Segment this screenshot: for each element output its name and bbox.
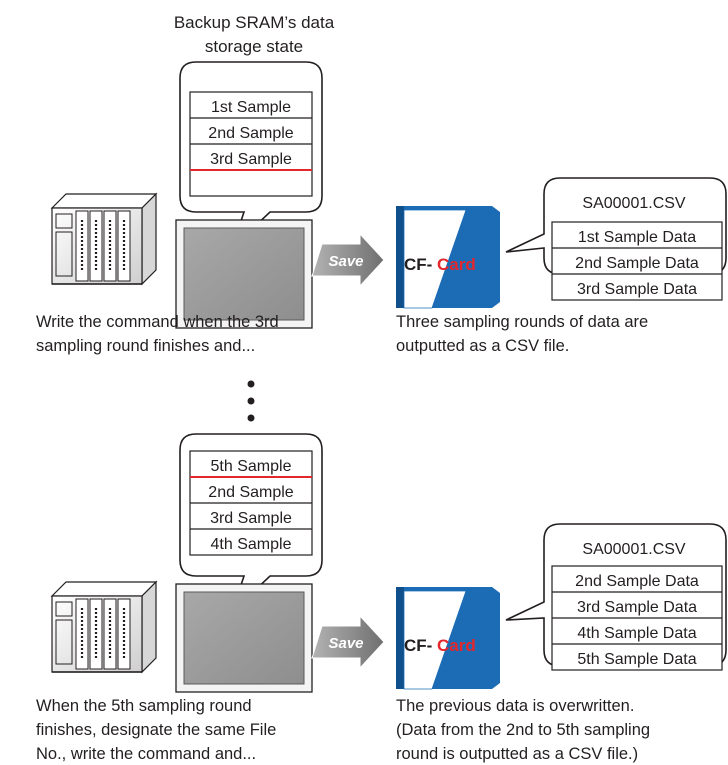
touch-panel-display-icon [175,583,313,693]
plc-unit-icon [50,580,158,674]
csv-row: 3rd Sample Data [577,599,697,616]
save-label: Save [328,253,363,270]
plc-unit-icon [50,192,158,286]
sram-state-heading-line2: storage state [205,37,303,56]
cf-card-label-cf: CF- [404,255,432,274]
csv-row: 5th Sample Data [577,651,696,668]
save-label: Save [328,635,363,652]
cf-card-label-card: Card [437,255,476,274]
sram-state-heading-line1: Backup SRAM’s data [174,13,335,32]
sram-row: 3rd Sample [210,151,292,168]
step2-caption-line2: finishes, designate the same File [36,721,276,739]
step1-caption-line2: sampling round finishes and... [36,337,255,355]
continuation-dots [247,380,255,422]
result2-caption-line3: round is outputted as a CSV file.) [396,745,638,763]
csv-row: 3rd Sample Data [577,281,697,298]
csv-row: 2nd Sample Data [575,573,699,590]
result1-caption-line2: outputted as a CSV file. [396,337,569,355]
sram-row: 2nd Sample [208,125,293,142]
sram-row: 3rd Sample [210,510,292,527]
sram-row: 4th Sample [211,536,292,553]
sram-row: 5th Sample [211,458,292,475]
result2-caption-line1: The previous data is overwritten. [396,697,634,715]
touch-panel-display-icon [175,219,313,329]
cf-card-label-card: Card [437,636,476,655]
cf-card-label-cf: CF- [404,636,432,655]
csv-file-name: SA00001.CSV [582,195,686,212]
result2-caption-line2: (Data from the 2nd to 5th sampling [396,721,650,739]
sram-row: 1st Sample [211,99,291,116]
step1-caption-line1: Write the command when the 3rd [36,313,279,331]
csv-data-table [551,221,723,301]
result1-caption-line1: Three sampling rounds of data are [396,313,648,331]
csv-file-name: SA00001.CSV [582,541,686,558]
step2-caption-line1: When the 5th sampling round [36,697,252,715]
csv-row: 2nd Sample Data [575,255,699,272]
step2-caption-line3: No., write the command and... [36,745,256,763]
sram-storage-bubble [179,61,323,249]
csv-row: 1st Sample Data [578,229,696,246]
sram-storage-bubble-overwrite [179,433,323,613]
csv-data-table [551,565,723,671]
csv-row: 4th Sample Data [577,625,696,642]
sram-row: 2nd Sample [208,484,293,501]
